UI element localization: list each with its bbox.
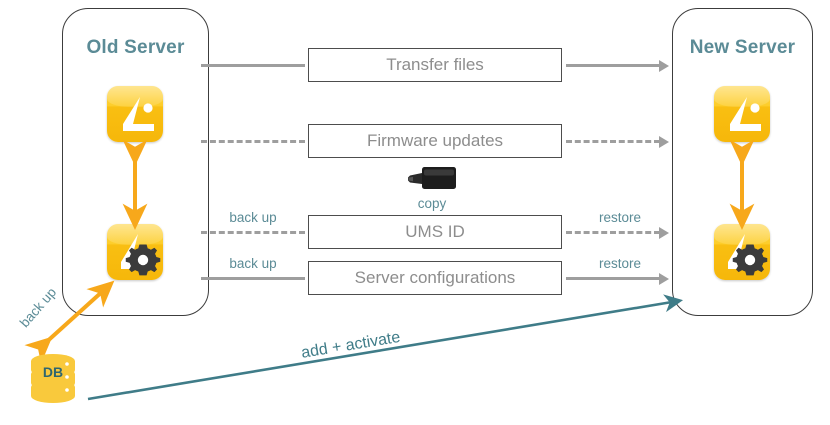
ums-id-label: UMS ID bbox=[405, 222, 465, 241]
transfer-files-label: Transfer files bbox=[386, 55, 484, 74]
transfer-files-left-line bbox=[201, 64, 305, 67]
igel-glyph bbox=[121, 234, 161, 276]
firmware-updates-arrowhead bbox=[659, 135, 669, 148]
igel-glyph bbox=[730, 97, 761, 131]
usb-copy-caption: copy bbox=[417, 196, 447, 211]
transfer-files-right-line bbox=[566, 64, 660, 67]
new-server-title: New Server bbox=[689, 37, 796, 58]
server-configurations-left-line bbox=[201, 277, 305, 280]
igel-glyph bbox=[123, 97, 154, 131]
database-cylinder-icon[interactable] bbox=[28, 350, 84, 412]
firmware-updates-label: Firmware updates bbox=[366, 131, 504, 150]
server-configurations-right-line bbox=[566, 277, 660, 280]
icon-gloss bbox=[714, 224, 770, 245]
icon-gloss bbox=[107, 86, 163, 107]
ums-id-left-caption: back up bbox=[229, 210, 277, 225]
add-activate-label: add + activate bbox=[300, 328, 402, 362]
server-configurations-label: Server configurations bbox=[354, 268, 516, 287]
igel-glyph bbox=[728, 234, 768, 276]
server-configurations-box[interactable]: Server configurations bbox=[308, 261, 562, 295]
transfer-files-box[interactable]: Transfer files bbox=[308, 48, 562, 82]
add-activate-arrow bbox=[87, 294, 684, 401]
database-backup-caption: back up bbox=[16, 284, 60, 331]
new-server-ums-console-icon[interactable] bbox=[714, 86, 770, 142]
ums-id-arrowhead bbox=[659, 226, 669, 239]
firmware-updates-box[interactable]: Firmware updates bbox=[308, 124, 562, 158]
new-server-ums-admin-icon[interactable] bbox=[714, 224, 770, 280]
firmware-updates-left-line bbox=[201, 140, 305, 143]
server-configurations-arrowhead bbox=[659, 272, 669, 285]
firmware-updates-right-line bbox=[566, 140, 660, 143]
gear-icon bbox=[125, 244, 161, 276]
ums-id-right-caption: restore bbox=[598, 210, 642, 225]
old-server-ums-admin-icon[interactable] bbox=[107, 224, 163, 280]
ums-id-right-line bbox=[566, 231, 660, 234]
server-configurations-left-caption: back up bbox=[229, 256, 277, 271]
old-server-title: Old Server bbox=[86, 37, 185, 58]
usb-stick-icon bbox=[404, 164, 460, 194]
old-server-ums-console-icon[interactable] bbox=[107, 86, 163, 142]
ums-id-left-line bbox=[201, 231, 305, 234]
gear-icon bbox=[732, 244, 768, 276]
icon-gloss bbox=[107, 224, 163, 245]
icon-gloss bbox=[714, 86, 770, 107]
ums-id-box[interactable]: UMS ID bbox=[308, 215, 562, 249]
server-configurations-right-caption: restore bbox=[598, 256, 642, 271]
transfer-files-arrowhead bbox=[659, 59, 669, 72]
